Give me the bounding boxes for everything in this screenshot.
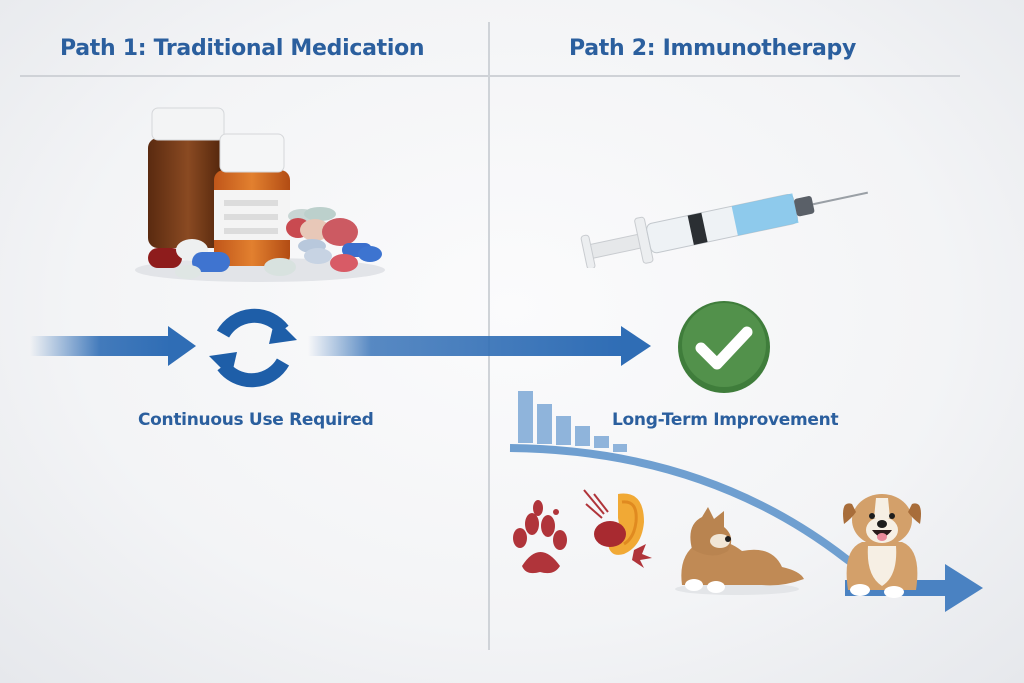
- happy-dog-icon: [832, 490, 932, 600]
- input-arrow: [30, 326, 200, 366]
- syringe-icon: [580, 191, 869, 268]
- scratching-dog-icon: [672, 505, 807, 597]
- cycle-icon: [205, 300, 301, 396]
- header-divider: [20, 75, 960, 77]
- syringe-illustration: [575, 178, 875, 268]
- path1-title: Path 1: Traditional Medication: [60, 36, 425, 61]
- pill-bottles-icon: [135, 107, 385, 282]
- paw-print-icon: [510, 500, 572, 580]
- checkmark-circle-icon: [675, 298, 773, 396]
- path1-caption: Continuous Use Required: [138, 410, 374, 430]
- irritated-ear-icon: [582, 488, 657, 568]
- medication-illustration: [130, 100, 390, 290]
- progress-arrow: [308, 326, 658, 366]
- path2-caption: Long-Term Improvement: [612, 410, 839, 430]
- symptom-decline-bars: [515, 388, 635, 460]
- path2-title: Path 2: Immunotherapy: [569, 36, 857, 61]
